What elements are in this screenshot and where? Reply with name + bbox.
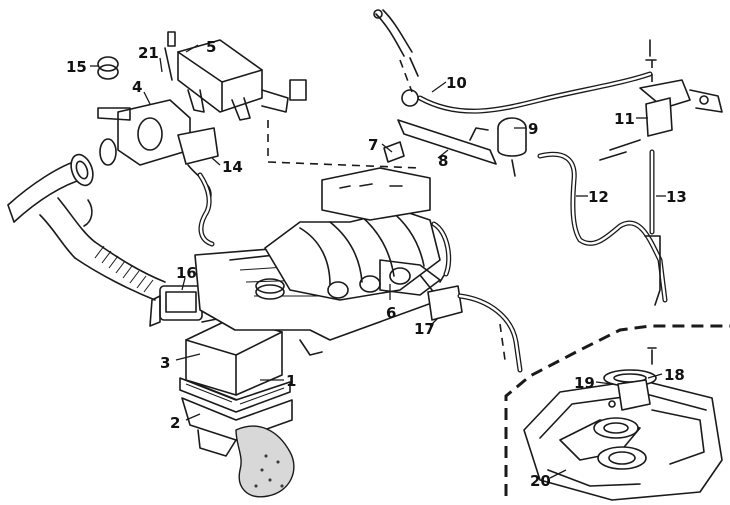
- callout-11: 11: [614, 110, 635, 128]
- callout-18: 18: [664, 366, 685, 384]
- vacuum-hose-13: [644, 149, 661, 306]
- vacuum-switching-valve: [599, 39, 723, 161]
- vacuum-hose-bypass: [197, 172, 215, 247]
- callout-7: 7: [368, 136, 378, 154]
- callout-4: 4: [132, 78, 142, 96]
- callout-15: 15: [66, 58, 87, 76]
- callout-10: 10: [446, 74, 467, 92]
- callout-20: 20: [530, 472, 551, 490]
- callout-5: 5: [206, 38, 216, 56]
- callout-1: 1: [286, 372, 296, 390]
- callout-13: 13: [666, 188, 687, 206]
- fuel-delivery-pipe: [383, 89, 497, 165]
- pressure-regulator: [497, 117, 527, 177]
- throttle-body: [97, 99, 219, 201]
- fuel-tank-inset-border: [504, 324, 730, 496]
- callout-3: 3: [160, 354, 170, 372]
- callout-21: 21: [138, 44, 159, 62]
- intake-manifold: [264, 167, 441, 301]
- air-cleaner-assembly: [179, 317, 295, 498]
- callout-12: 12: [588, 188, 609, 206]
- fuel-sender-unit: [608, 347, 657, 411]
- charcoal-canister-valve: [427, 221, 523, 373]
- connection-lines: [267, 59, 653, 361]
- callout-2: 2: [170, 414, 180, 432]
- fuel-tank: [523, 379, 723, 501]
- callout-labels: 1 2 3 4 5 6 7 8 9 10 11 12 13 14 15 16 1…: [66, 38, 687, 490]
- vacuum-fitting: [97, 56, 119, 80]
- callout-6: 6: [386, 304, 396, 322]
- callout-9: 9: [528, 120, 538, 138]
- callout-14: 14: [222, 158, 243, 176]
- air-flow-meter: [149, 285, 223, 327]
- fuel-hose-upper: [373, 9, 653, 114]
- callout-16: 16: [176, 264, 197, 282]
- leader-lines: [90, 44, 666, 479]
- callout-8: 8: [438, 152, 448, 170]
- intake-plenum-bracket: [164, 31, 307, 121]
- callout-17: 17: [414, 320, 435, 338]
- intake-air-hose: [7, 153, 166, 301]
- return-hose: [537, 151, 668, 303]
- callout-19: 19: [574, 374, 595, 392]
